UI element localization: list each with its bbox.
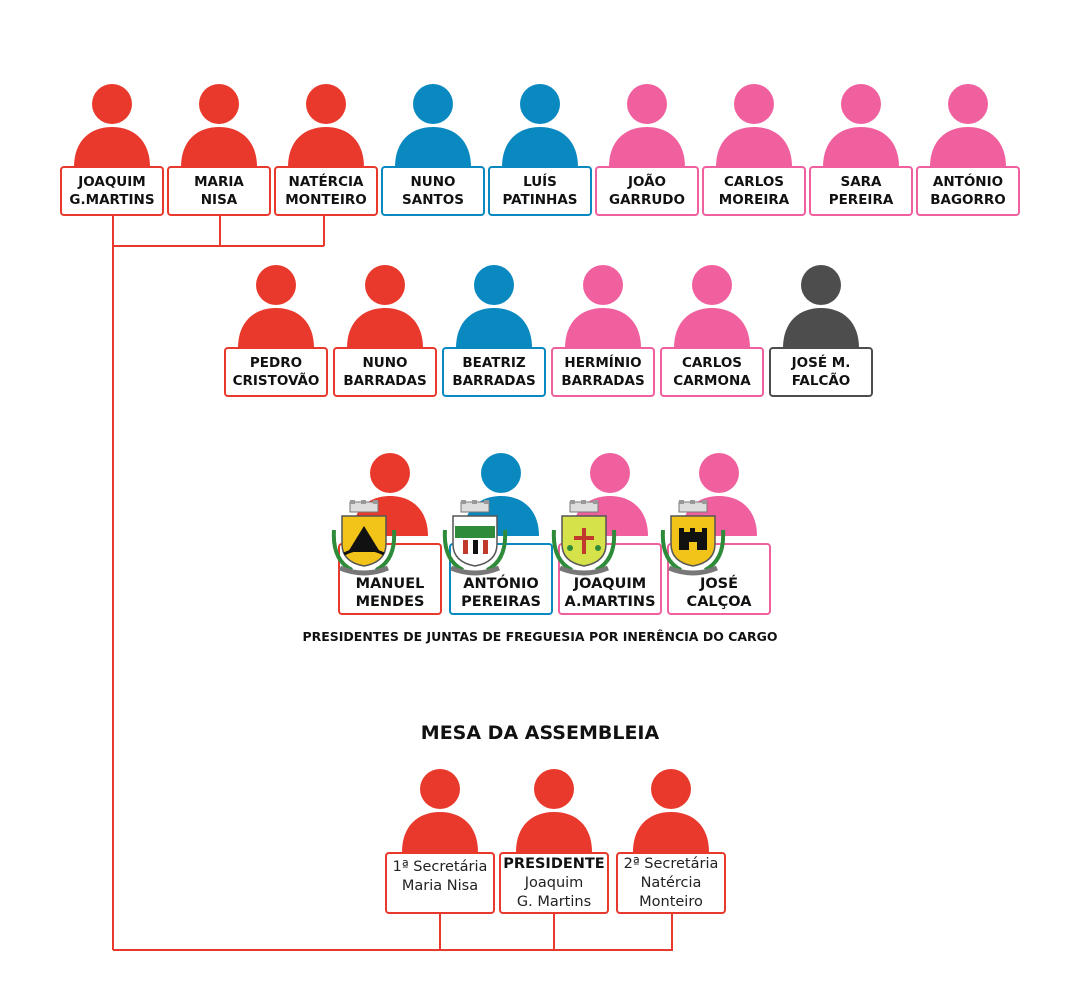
member-name-box: NATÉRCIA MONTEIRO [274,166,378,216]
esperanca-crest-icon [659,500,727,582]
person-avatar-icon [400,768,480,852]
member-first-name: JOSÉ [699,576,739,592]
member-name-box: NUNO SANTOS [381,166,485,216]
member-name-box: JOSÉ M. FALCÃO [769,347,873,397]
member-first-name: JOAQUIM [573,576,647,592]
member-name-box: SARA PEREIRA [809,166,913,216]
member-last-name: MONTEIRO [285,192,367,208]
member-name-box: MARIA NISA [167,166,271,216]
member-name-box: ANTÓNIO BAGORRO [916,166,1020,216]
member-first-name: JOSÉ M. [791,355,851,371]
member-last-name: SANTOS [402,192,464,208]
person-avatar-icon [928,83,1008,167]
person-avatar-icon [714,83,794,167]
person-avatar-icon [631,768,711,852]
member-last-name: BARRADAS [452,373,536,389]
mesa-name-line-2: Monteiro [639,893,703,910]
member-name-box: JOÃO GARRUDO [595,166,699,216]
mesa-role: 1ª Secretária [392,859,488,875]
person-avatar-icon [672,264,752,348]
member-last-name: G.MARTINS [69,192,155,208]
member-first-name: NUNO [410,174,456,190]
member-name-box: NUNO BARRADAS [333,347,437,397]
member-last-name: MOREIRA [718,192,790,208]
member-last-name: PATINHAS [502,192,578,208]
member-last-name: CALÇOA [686,594,752,610]
person-avatar-icon [286,83,366,167]
montargil-crest-icon [330,500,398,582]
member-first-name: JOÃO [627,174,667,190]
person-avatar-icon [393,83,473,167]
person-avatar-icon [454,264,534,348]
member-name-box: CARLOS MOREIRA [702,166,806,216]
member-last-name: GARRUDO [609,192,685,208]
member-first-name: SARA [840,174,882,190]
member-last-name: CARMONA [673,373,751,389]
mesa-name-line-1: Joaquim [524,874,584,891]
member-first-name: ANTÓNIO [463,576,539,592]
member-first-name: MANUEL [355,576,425,592]
member-last-name: A.MARTINS [564,594,656,610]
member-first-name: ANTÓNIO [932,174,1004,190]
member-first-name: CARLOS [681,355,743,371]
person-avatar-icon [500,83,580,167]
person-avatar-icon [781,264,861,348]
person-avatar-icon [607,83,687,167]
member-first-name: JOAQUIM [78,174,146,190]
member-last-name: PEREIRA [828,192,894,208]
member-name-box: PEDRO CRISTOVÃO [224,347,328,397]
mesa-role-box: PRESIDENTE Joaquim G. Martins [499,852,609,914]
member-last-name: BARRADAS [343,373,427,389]
member-first-name: BEATRIZ [462,355,526,371]
person-avatar-icon [345,264,425,348]
member-last-name: BARRADAS [561,373,645,389]
member-last-name: CRISTOVÃO [232,373,320,389]
member-first-name: MARIA [194,174,244,190]
member-first-name: LUÍS [523,174,557,190]
person-avatar-icon [514,768,594,852]
mesa-name-line-1: Maria Nisa [401,878,479,894]
person-avatar-icon [72,83,152,167]
member-name-box: HERMÍNIO BARRADAS [551,347,655,397]
member-last-name: MENDES [355,594,425,610]
person-avatar-icon [179,83,259,167]
member-last-name: BAGORRO [930,192,1006,208]
person-avatar-icon [563,264,643,348]
person-avatar-icon [821,83,901,167]
santo-aleixo-crest-icon [441,500,509,582]
person-avatar-icon [236,264,316,348]
mesa-name-line-1: Natércia [640,874,702,891]
member-first-name: PEDRO [249,355,303,371]
assumar-crest-icon [550,500,618,582]
member-name-box: LUÍS PATINHAS [488,166,592,216]
member-last-name: PEREIRAS [461,594,541,610]
member-last-name: FALCÃO [791,373,851,389]
mesa-role: PRESIDENTE [503,855,605,872]
mesa-title: MESA DA ASSEMBLEIA [420,722,660,744]
member-first-name: NATÉRCIA [288,174,364,190]
member-name-box: CARLOS CARMONA [660,347,764,397]
member-name-box: JOAQUIM G.MARTINS [60,166,164,216]
member-name-box: BEATRIZ BARRADAS [442,347,546,397]
parish-presidents-caption: PRESIDENTES DE JUNTAS DE FREGUESIA POR I… [302,629,778,644]
member-first-name: CARLOS [723,174,785,190]
member-last-name: NISA [200,192,238,208]
mesa-name-line-2: G. Martins [516,893,592,910]
member-first-name: HERMÍNIO [564,355,642,371]
mesa-role: 2ª Secretária [623,855,719,872]
member-first-name: NUNO [362,355,408,371]
